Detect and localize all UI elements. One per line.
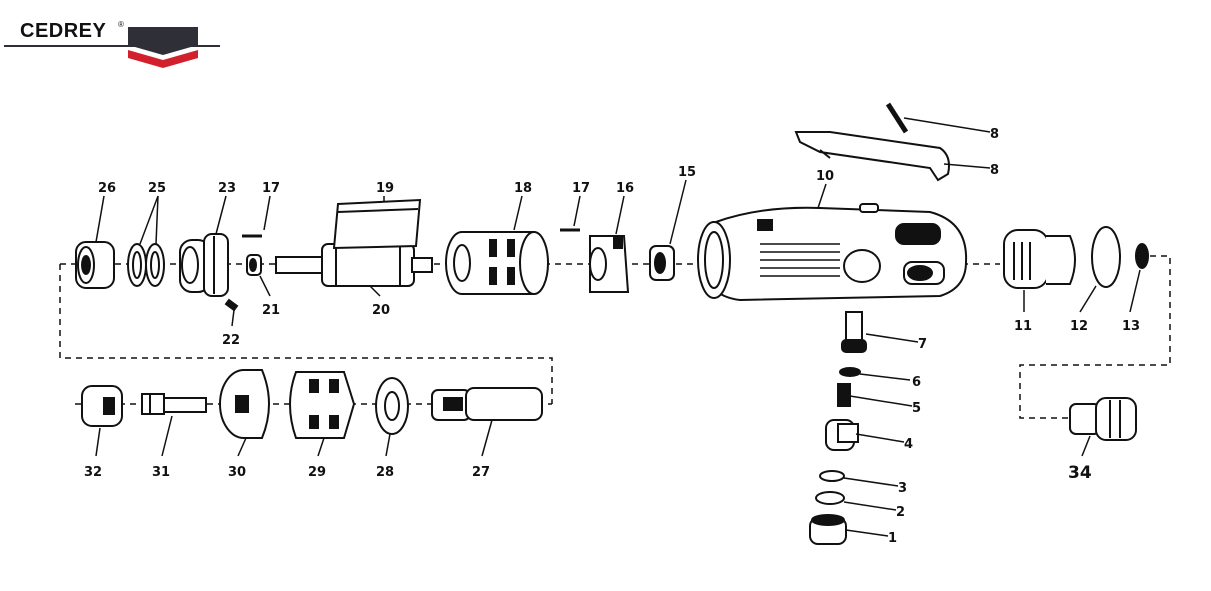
label-part-10: 10 bbox=[816, 169, 834, 184]
part-28-washer bbox=[375, 377, 409, 435]
brand-logo: CEDREY ® bbox=[0, 0, 225, 72]
label-part-11: 11 bbox=[1014, 319, 1032, 334]
brand-emblem bbox=[4, 27, 220, 68]
label-part-34: 34 bbox=[1068, 463, 1092, 483]
label-part-30: 30 bbox=[228, 465, 246, 480]
label-part-25: 25 bbox=[148, 181, 166, 196]
label-part-15: 15 bbox=[678, 165, 696, 180]
part-2-oring bbox=[815, 491, 845, 505]
label-part-23: 23 bbox=[218, 181, 236, 196]
right-connector-line bbox=[1019, 255, 1171, 419]
part-6-oring bbox=[839, 367, 861, 377]
label-part-8-top: 8 bbox=[990, 127, 999, 142]
part-25-rings bbox=[127, 243, 165, 287]
part-10-housing bbox=[697, 203, 968, 302]
left-connector-line bbox=[59, 264, 553, 404]
label-part-26: 26 bbox=[98, 181, 116, 196]
label-part-18: 18 bbox=[514, 181, 532, 196]
label-part-2: 2 bbox=[896, 505, 905, 520]
label-part-32: 32 bbox=[84, 465, 102, 480]
part-20-rotor bbox=[275, 243, 433, 287]
part-12-ring bbox=[1091, 226, 1121, 288]
label-part-29: 29 bbox=[308, 465, 326, 480]
part-19-blade bbox=[332, 198, 422, 250]
part-27-spindle bbox=[431, 387, 543, 421]
part-11-end-cap bbox=[1003, 229, 1076, 289]
part-29-gear-housing bbox=[289, 371, 356, 439]
label-part-31: 31 bbox=[152, 465, 170, 480]
label-part-17-left: 17 bbox=[262, 181, 280, 196]
label-part-7: 7 bbox=[918, 337, 927, 352]
label-part-4: 4 bbox=[904, 437, 913, 452]
label-part-19: 19 bbox=[376, 181, 394, 196]
label-part-20: 20 bbox=[372, 303, 390, 318]
brand-name: CEDREY bbox=[20, 20, 107, 42]
part-23-bearing-plate bbox=[179, 233, 229, 297]
label-part-1: 1 bbox=[888, 531, 897, 546]
part-8-lever-assembly bbox=[794, 102, 991, 182]
label-part-22: 22 bbox=[222, 333, 240, 348]
part-26-bearing bbox=[75, 241, 115, 289]
brand-reg-mark: ® bbox=[118, 20, 124, 29]
part-34-fitting bbox=[1069, 397, 1137, 441]
part-16-rear-plate bbox=[589, 235, 630, 293]
part-31-collet bbox=[141, 393, 207, 415]
label-part-21: 21 bbox=[262, 303, 280, 318]
part-13-plug bbox=[1135, 243, 1149, 269]
label-part-17-right: 17 bbox=[572, 181, 590, 196]
part-21-spacer bbox=[246, 254, 262, 276]
label-part-8-bottom: 8 bbox=[990, 163, 999, 178]
label-part-5: 5 bbox=[912, 401, 921, 416]
part-7-valve bbox=[841, 311, 867, 353]
label-part-28: 28 bbox=[376, 465, 394, 480]
part-5-spring bbox=[837, 383, 851, 407]
part-18-cylinder bbox=[445, 231, 549, 295]
part-32-collet-nut bbox=[81, 385, 123, 427]
part-1-inlet bbox=[809, 514, 847, 545]
label-part-6: 6 bbox=[912, 375, 921, 390]
label-part-12: 12 bbox=[1070, 319, 1088, 334]
part-22-key bbox=[224, 298, 239, 312]
label-part-16: 16 bbox=[616, 181, 634, 196]
part-15-nut bbox=[649, 245, 675, 281]
part-30-bearing-cap bbox=[219, 369, 270, 439]
label-part-3: 3 bbox=[898, 481, 907, 496]
label-part-27: 27 bbox=[472, 465, 490, 480]
part-3-washer bbox=[819, 470, 845, 482]
part-4-seat bbox=[825, 419, 859, 451]
label-part-13: 13 bbox=[1122, 319, 1140, 334]
